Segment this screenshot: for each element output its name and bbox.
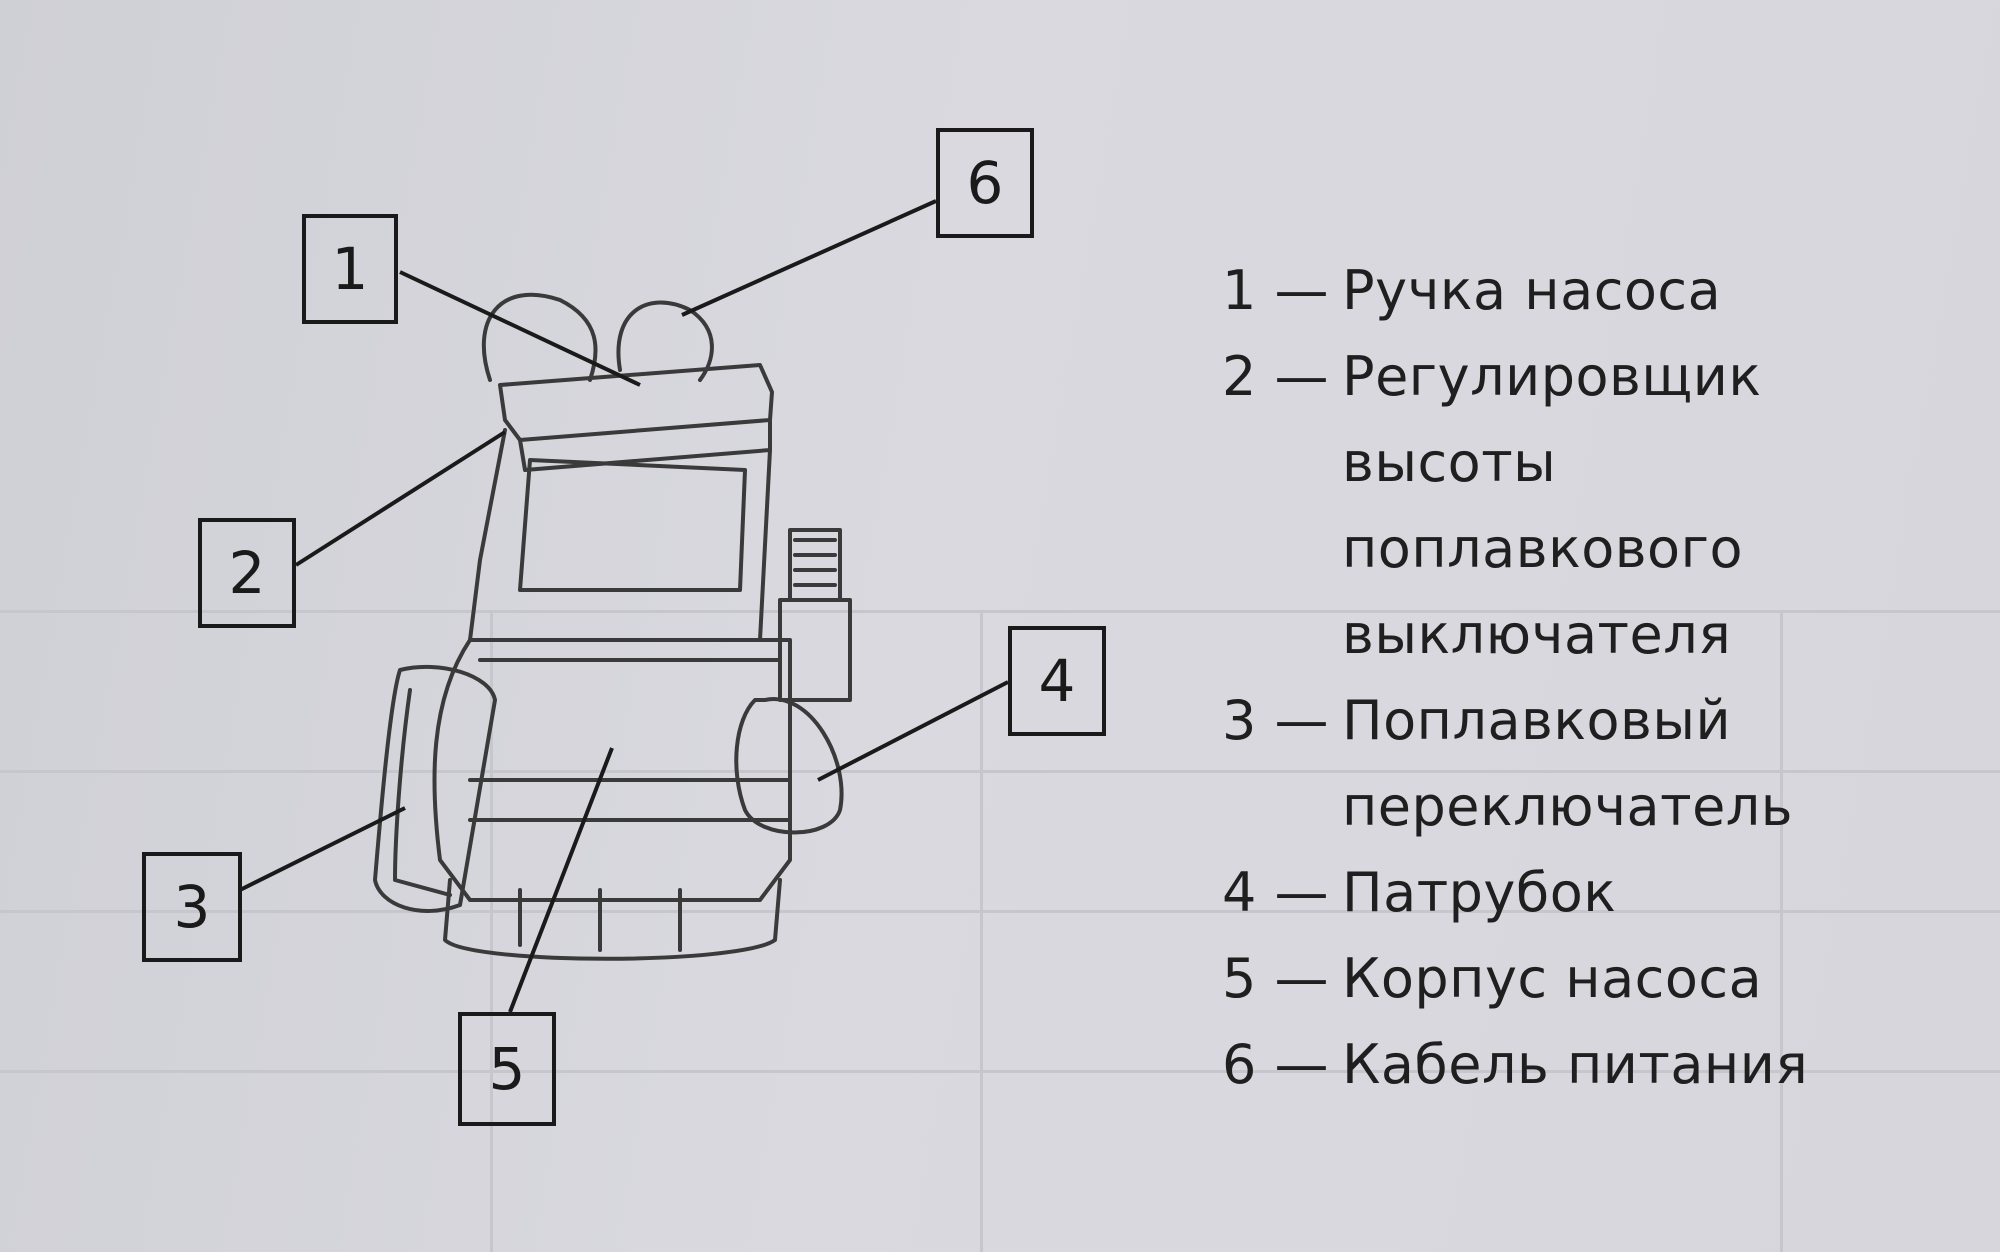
legend-item-number: 3 — bbox=[1222, 689, 1330, 752]
bleed-grid-line bbox=[1780, 610, 1783, 1252]
legend-item: высоты bbox=[1222, 420, 1922, 506]
bleed-grid-line bbox=[490, 610, 493, 1252]
legend-item-number: 4 — bbox=[1222, 861, 1330, 924]
legend-item-number: 2 — bbox=[1222, 345, 1330, 408]
legend-item: 5 —Корпус насоса bbox=[1222, 936, 1922, 1022]
bleed-grid-line bbox=[0, 770, 2000, 773]
leader-line-5 bbox=[508, 747, 614, 1013]
legend-item: 6 —Кабель питания bbox=[1222, 1022, 1922, 1108]
pump-handle-right bbox=[616, 300, 714, 382]
leader-line-2 bbox=[294, 430, 507, 567]
pump-base bbox=[443, 878, 782, 961]
legend-item-text: Ручка насоса bbox=[1342, 259, 1722, 322]
legend-item: 3 —Поплавковый bbox=[1222, 678, 1922, 764]
leader-line-4 bbox=[817, 680, 1009, 782]
legend-item-number: 5 — bbox=[1222, 947, 1330, 1010]
pump-top-cap bbox=[498, 363, 774, 442]
callout-6: 6 bbox=[936, 128, 1034, 238]
callout-4: 4 bbox=[1008, 626, 1106, 736]
pump-handle-left bbox=[481, 292, 598, 382]
legend-item-text: Корпус насоса bbox=[1342, 947, 1763, 1010]
legend-item-number: 1 — bbox=[1222, 259, 1330, 322]
bleed-grid-line bbox=[0, 910, 2000, 913]
legend-item-text: Кабель питания bbox=[1342, 1033, 1809, 1096]
float-switch bbox=[373, 664, 497, 913]
leader-line-6 bbox=[681, 199, 937, 317]
callout-2: 2 bbox=[198, 518, 296, 628]
legend-item-number bbox=[1222, 420, 1342, 506]
bleed-grid-line bbox=[980, 610, 983, 1252]
legend-item-number bbox=[1222, 764, 1342, 850]
legend-item-text: Поплавковый bbox=[1342, 689, 1732, 752]
legend-item: переключатель bbox=[1222, 764, 1922, 850]
legend-item-text: высоты bbox=[1342, 431, 1557, 494]
bleed-grid-line bbox=[0, 1070, 2000, 1073]
callout-3: 3 bbox=[142, 852, 242, 962]
legend-item: выключателя bbox=[1222, 592, 1922, 678]
legend-item: поплавкового bbox=[1222, 506, 1922, 592]
legend-item-text: поплавкового bbox=[1342, 517, 1744, 580]
leader-line-1 bbox=[399, 270, 641, 387]
bleed-grid-line bbox=[0, 610, 2000, 613]
callout-5: 5 bbox=[458, 1012, 556, 1126]
legend-item: 2 —Регулировщик bbox=[1222, 334, 1922, 420]
leader-line-3 bbox=[239, 806, 406, 892]
callout-1: 1 bbox=[302, 214, 398, 324]
legend-item: 1 —Ручка насоса bbox=[1222, 248, 1922, 334]
legend-item-number bbox=[1222, 592, 1342, 678]
legend-item-number: 6 — bbox=[1222, 1033, 1330, 1096]
legend-item-text: выключателя bbox=[1342, 603, 1732, 666]
legend-item-text: Регулировщик bbox=[1342, 345, 1762, 408]
legend-item-text: переключатель bbox=[1342, 775, 1794, 838]
legend-item-text: Патрубок bbox=[1342, 861, 1617, 924]
legend-item-number bbox=[1222, 506, 1342, 592]
legend-item: 4 —Патрубок bbox=[1222, 850, 1922, 936]
